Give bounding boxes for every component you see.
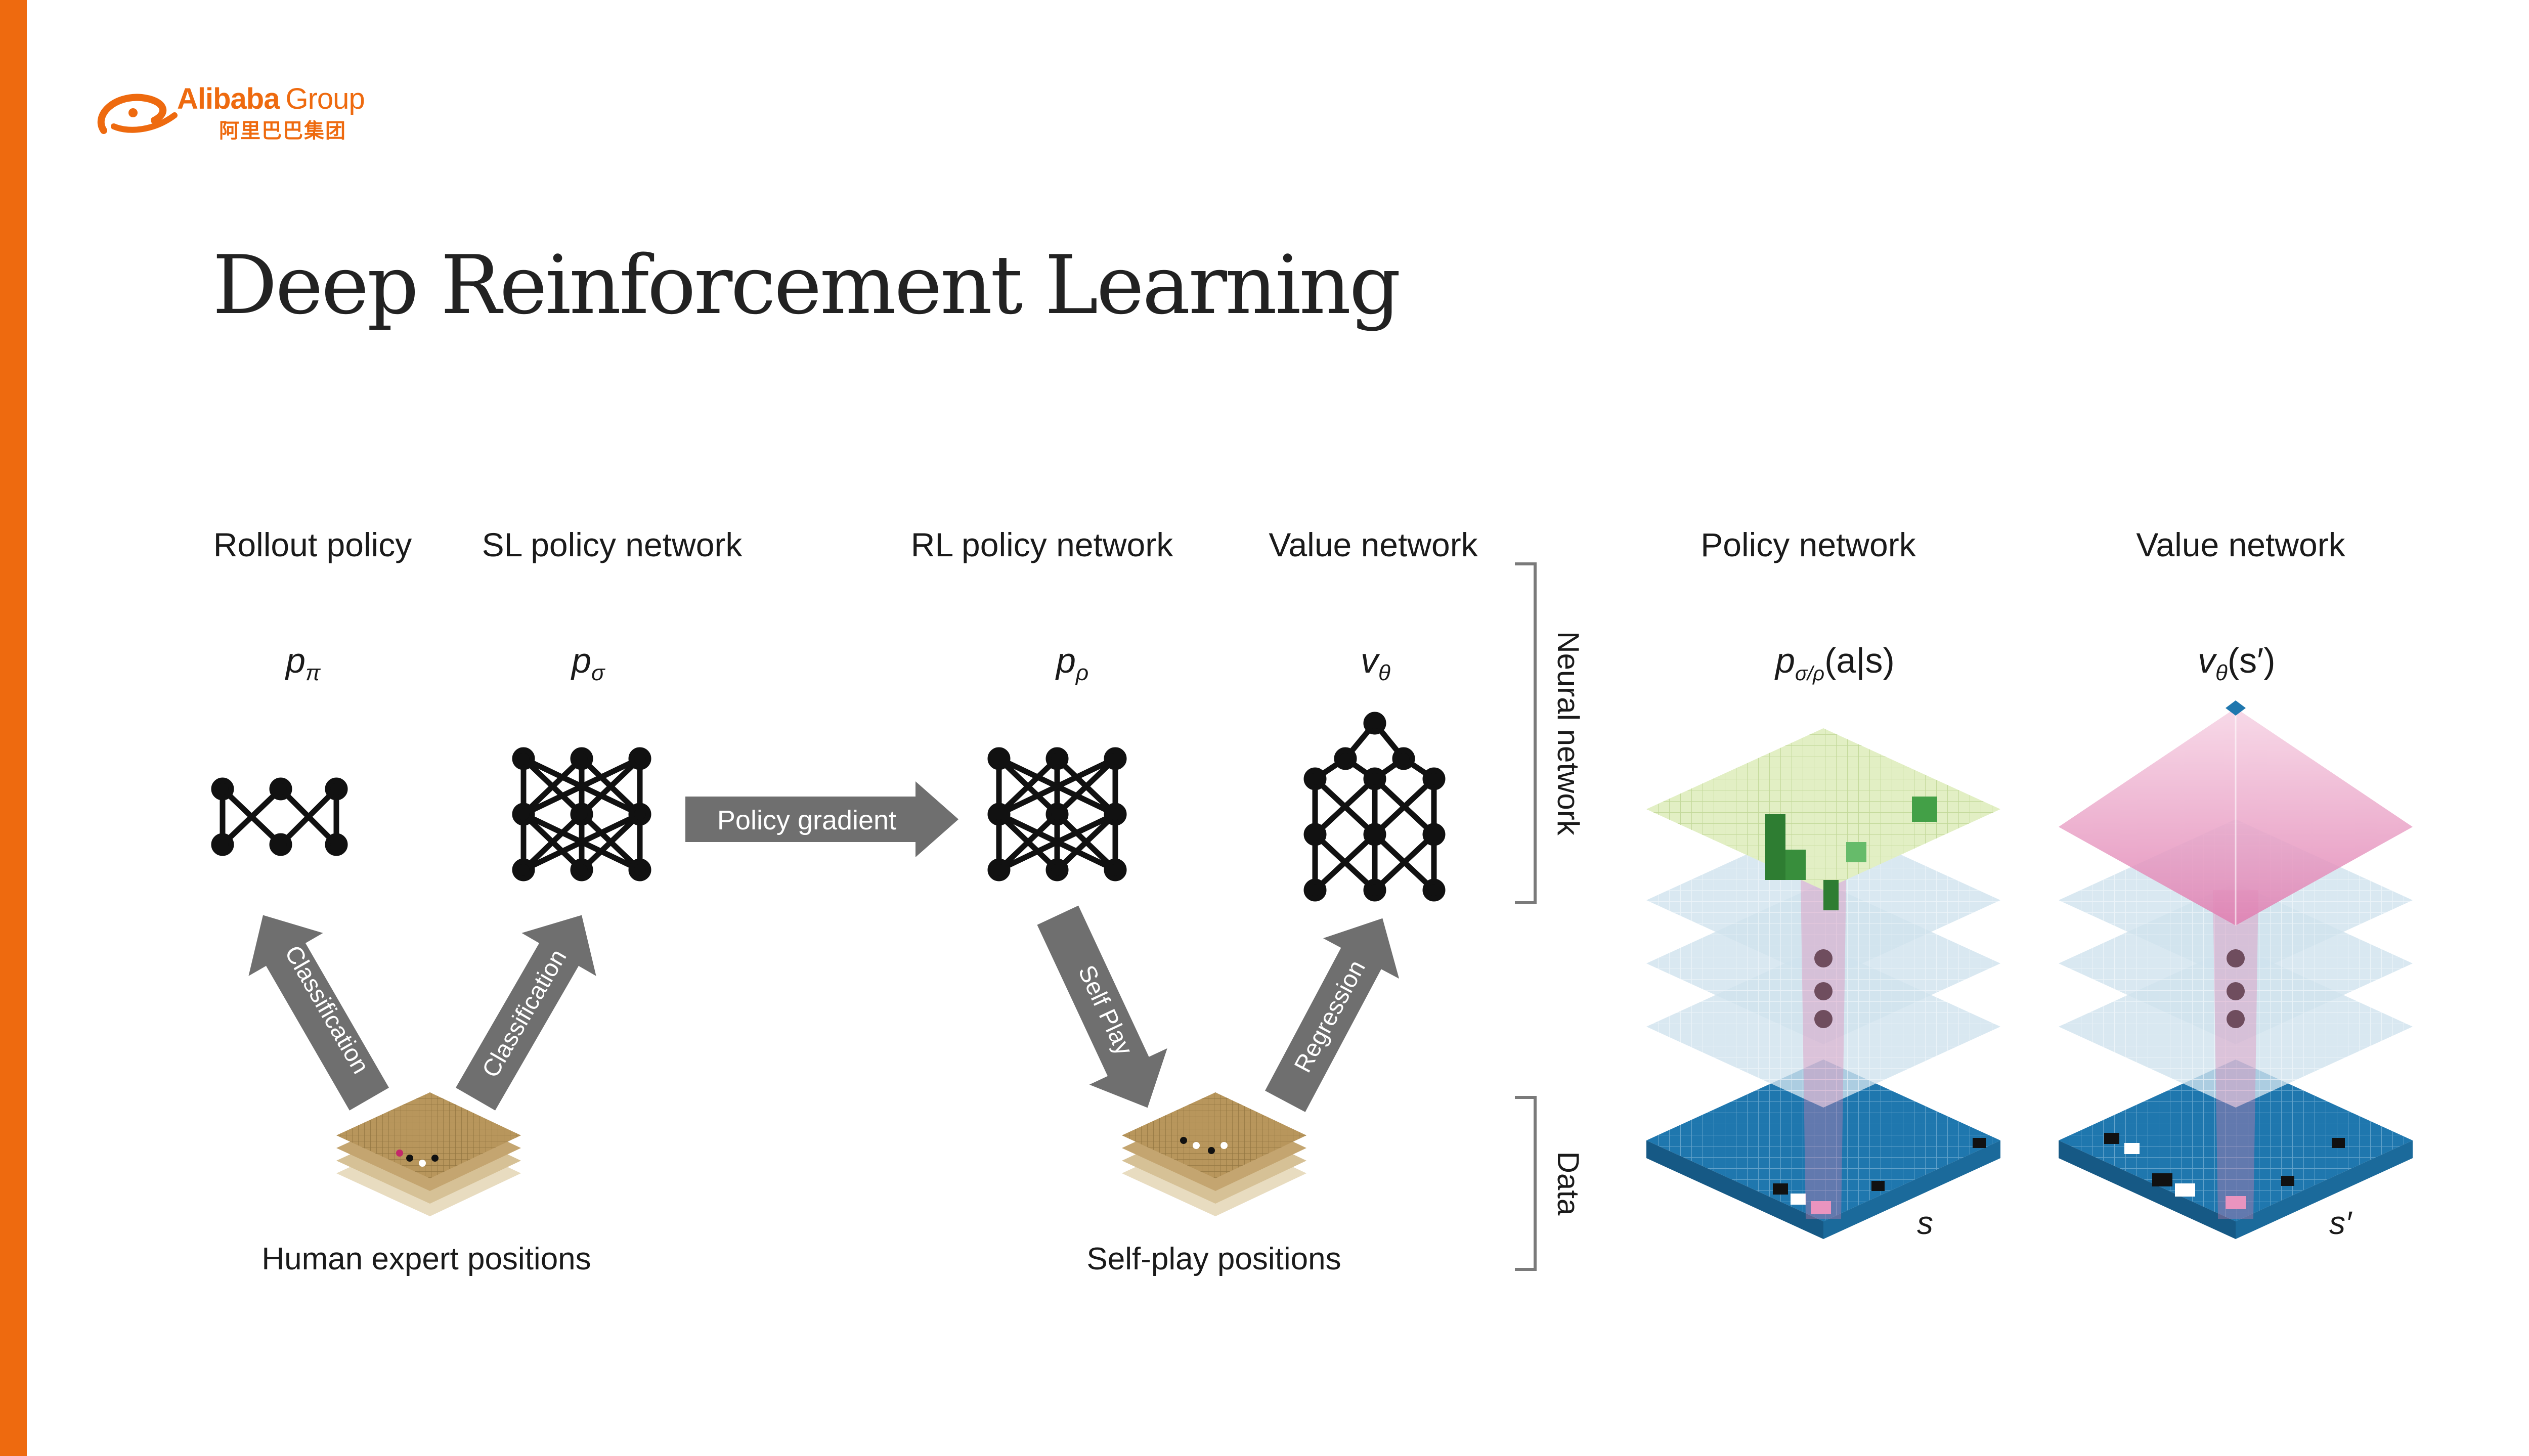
- brand-chinese-name: 阿里巴巴集团: [219, 120, 346, 142]
- sl-policy-network-icon: [512, 747, 651, 881]
- value-data-stones: [2104, 1133, 2345, 1209]
- classification-right-label: Classification: [477, 945, 572, 1082]
- symbol-p-rho: pρ: [1055, 641, 1088, 685]
- label-sl-policy-network: SL policy network: [482, 526, 743, 563]
- symbol-p-pi: pπ: [285, 641, 321, 685]
- data-bracket: [1515, 1096, 1537, 1271]
- accent-bar: [0, 0, 27, 1456]
- value-network-3d-stack: [2059, 700, 2413, 1239]
- label-policy-network-3d: Policy network: [1700, 526, 1916, 563]
- policy-gradient-arrow: Policy gradient: [685, 781, 958, 857]
- rl-policy-network-icon: [987, 747, 1127, 881]
- policy-data-stones: [1773, 1138, 1986, 1214]
- symbol-value-expression: vθ(s′): [2198, 641, 2276, 685]
- value-network-icon: [1303, 712, 1446, 902]
- alibaba-smile-icon: [97, 94, 178, 134]
- label-value-network-3d: Value network: [2136, 526, 2345, 563]
- human-expert-positions-label: Human expert positions: [261, 1242, 591, 1276]
- classification-arrow-left: Classification: [248, 915, 389, 1111]
- self-play-positions-label: Self-play positions: [1086, 1242, 1341, 1276]
- symbol-policy-expression: pσ/ρ(a|s): [1774, 641, 1895, 685]
- label-value-network: Value network: [1269, 526, 1478, 563]
- policy-network-3d-stack: [1646, 728, 2000, 1239]
- symbol-p-sigma: pσ: [571, 641, 605, 685]
- self-play-board-stack: [1122, 1092, 1306, 1216]
- neural-network-label: Neural network: [1551, 631, 1585, 836]
- symbol-v-theta: vθ: [1361, 641, 1390, 685]
- label-rollout-policy: Rollout policy: [213, 526, 412, 563]
- classification-arrow-right: Classification: [456, 915, 596, 1111]
- rollout-policy-network-icon: [211, 777, 348, 856]
- label-rl-policy-network: RL policy network: [911, 526, 1173, 563]
- self-play-arrow: Self Play: [1037, 905, 1167, 1108]
- state-s-label: s: [1917, 1205, 1933, 1241]
- human-expert-board-stack: [336, 1092, 521, 1216]
- policy-gradient-label: Policy gradient: [717, 805, 896, 835]
- data-label: Data: [1551, 1152, 1585, 1216]
- state-s-prime-label: s′: [2329, 1205, 2352, 1241]
- neural-network-bracket: [1515, 562, 1537, 904]
- slide-title: Deep Reinforcement Learning: [212, 238, 1401, 332]
- policy-output-bars: [1765, 797, 1937, 910]
- regression-arrow: Regression: [1265, 918, 1400, 1112]
